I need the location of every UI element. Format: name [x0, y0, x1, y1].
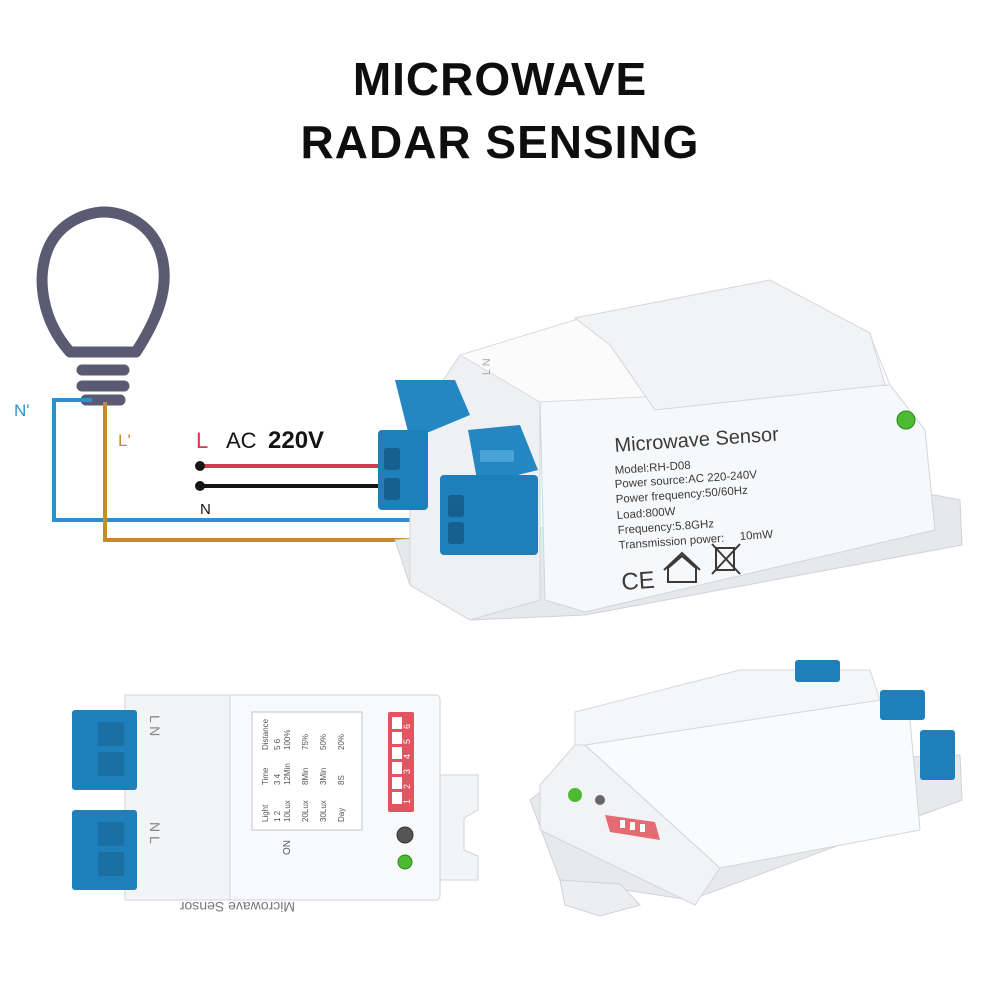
label-model: Model:RH-D08 — [614, 460, 691, 477]
light-sensor-perspective — [595, 795, 605, 805]
n-supply-label: N — [200, 501, 211, 518]
dip-row-2-light: 20Lux — [301, 800, 310, 822]
status-led-small — [397, 854, 413, 870]
live-load-wire — [103, 402, 470, 542]
status-led — [896, 410, 916, 430]
label-load: Load:800W — [616, 506, 676, 522]
dip-number-6: 6 — [402, 724, 412, 729]
light-bulb-icon — [36, 206, 170, 406]
wiring-diagram — [52, 398, 470, 542]
dip-number-4: 4 — [402, 754, 412, 759]
status-led-perspective — [568, 788, 582, 802]
terminal-mark-left-2: N L — [147, 822, 163, 844]
dip-row-3-time: 3Min — [319, 768, 328, 785]
dip-row-1-time: 12Min — [283, 763, 292, 785]
dip-header-light: Light — [261, 804, 270, 822]
light-sensor — [396, 826, 414, 844]
dip-number-2: 2 — [402, 784, 412, 789]
l-prime-label: L' — [118, 431, 131, 450]
sensor-perspective-view — [529, 660, 963, 917]
label-transmission-value: 10mW — [739, 529, 773, 543]
dip-number-1: 1 — [402, 799, 412, 804]
dip-table-text: Light Time Distance 10Lux 12Min 100% 20L… — [261, 718, 412, 855]
dip-pair-3: 5 6 — [273, 738, 282, 750]
main-terminal-block — [378, 380, 538, 555]
terminal-mark-top: L N — [481, 358, 493, 375]
l-mark-label: L — [196, 428, 208, 453]
terminal-mark-left: L N — [147, 715, 163, 736]
dip-row-1-distance: 100% — [283, 730, 292, 750]
title-line-2: RADAR SENSING — [300, 116, 700, 168]
dip-row-4-distance: 20% — [337, 734, 346, 750]
voltage-label: 220V — [268, 427, 324, 454]
neutral-load-wire — [52, 398, 450, 522]
ac-label: AC — [226, 428, 257, 453]
live-terminal-dot — [195, 461, 205, 471]
dip-number-5: 5 — [402, 739, 412, 744]
ce-mark: CE — [621, 567, 656, 596]
dip-row-3-light: 30Lux — [319, 800, 328, 822]
small-device-label: Microwave Sensor — [180, 899, 295, 915]
dip-number-3: 3 — [402, 769, 412, 774]
dip-row-2-distance: 75% — [301, 734, 310, 750]
dip-header-time: Time — [261, 767, 270, 785]
weee-bin-icon — [711, 543, 741, 575]
neutral-terminal-dot — [195, 481, 205, 491]
dip-row-4-light: Day — [337, 808, 346, 822]
n-prime-label: N' — [14, 401, 30, 420]
indoor-use-icon — [663, 551, 701, 583]
dip-row-1-light: 10Lux — [283, 800, 292, 822]
title-line-1: MICROWAVE — [352, 53, 648, 105]
dip-header-distance: Distance — [261, 718, 270, 750]
dip-pair-2: 3 4 — [273, 773, 282, 785]
dip-row-2-time: 8Min — [301, 768, 310, 785]
dip-row-4-time: 8S — [337, 775, 346, 785]
dip-on-label: ON — [282, 840, 293, 855]
sensor-top-view: L N N L Microwave Sensor — [72, 694, 479, 915]
dip-pair-1: 1 2 — [273, 810, 282, 822]
dip-row-3-distance: 50% — [319, 734, 328, 750]
dip-settings-table — [251, 711, 363, 831]
